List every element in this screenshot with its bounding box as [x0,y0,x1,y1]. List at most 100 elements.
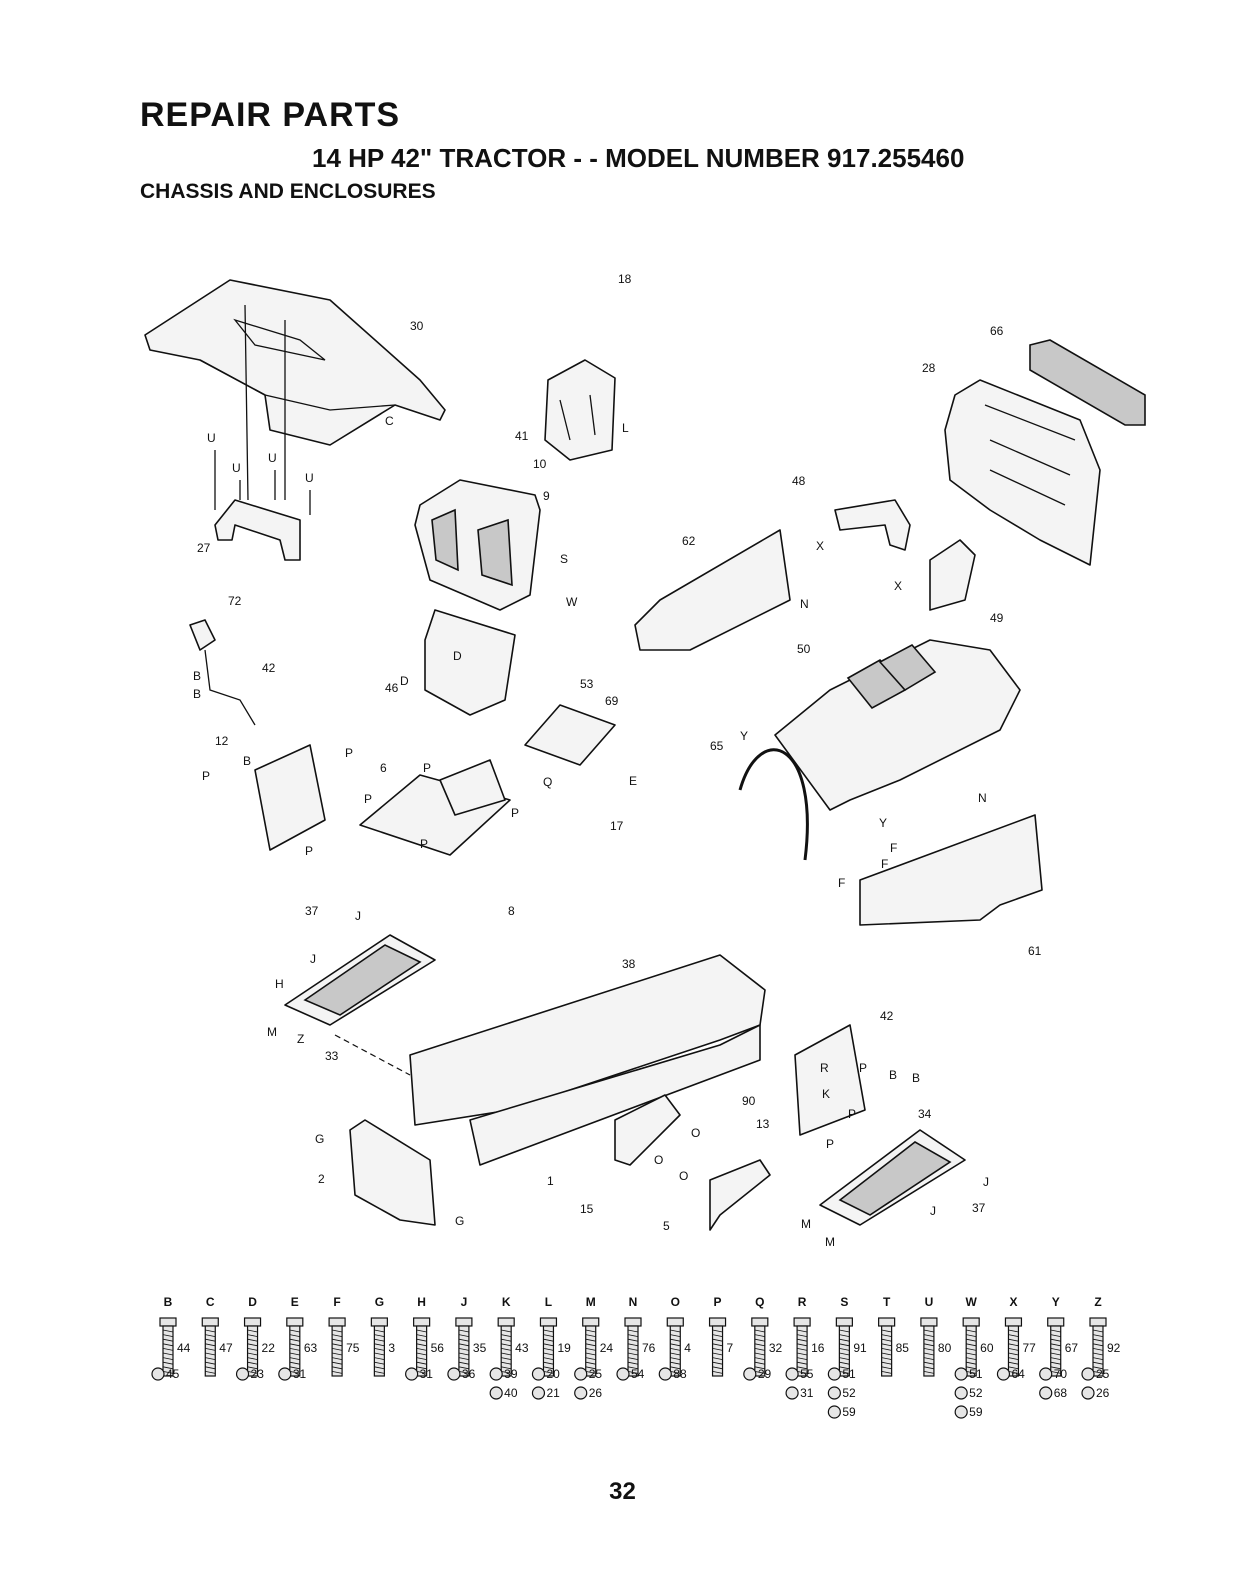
bracket-18 [544,359,616,461]
hardware-part-number: 16 [811,1341,825,1355]
hardware-part-number: 91 [853,1341,867,1355]
nut-icon [151,1367,165,1381]
hardware-part-number: 76 [642,1341,656,1355]
hardware-part-number: 36 [462,1367,476,1381]
hardware-column-header: J [461,1295,468,1309]
bolt-icon [497,1317,515,1377]
hardware-column-header: Y [1052,1295,1060,1309]
hardware-part-number: 24 [600,1341,614,1355]
callout-49: 49 [990,611,1004,625]
svg-text:F: F [838,876,845,890]
hardware-column-P: P7 [708,1295,734,1377]
seat-support-27 [214,450,311,561]
svg-text:Y: Y [740,729,748,743]
hardware-column-C: C47 [201,1295,233,1377]
nut-icon [743,1367,757,1381]
hardware-part-number: 51 [842,1367,856,1381]
callout-10: 10 [533,457,547,471]
hardware-part-number: 52 [969,1386,983,1400]
svg-text:G: G [455,1214,464,1228]
hardware-part-number: 80 [938,1341,952,1355]
hardware-part-number: 56 [431,1341,445,1355]
panel-2 [349,1119,436,1226]
svg-text:U: U [232,461,241,475]
svg-text:M: M [825,1235,835,1249]
bolt-icon [286,1317,304,1377]
svg-text:P: P [511,806,519,820]
callout-37-left: 37 [305,904,319,918]
svg-text:F: F [890,841,897,855]
hardware-column-header: P [714,1295,722,1309]
hardware-part-number: 22 [262,1341,276,1355]
callout-27: 27 [197,541,211,555]
callout-90: 90 [742,1094,756,1108]
bolt-icon [1004,1317,1023,1377]
svg-text:D: D [400,674,409,688]
svg-text:O: O [691,1126,700,1140]
svg-text:J: J [355,909,361,923]
fender-30 [144,279,446,501]
svg-text:L: L [622,421,629,435]
svg-text:Q: Q [543,775,552,789]
hardware-part-number: 25 [1096,1367,1110,1381]
svg-text:P: P [345,746,353,760]
hardware-column-header: O [671,1295,680,1309]
bolt-icon [920,1317,938,1377]
bolt-icon [624,1317,642,1377]
hood-50 [774,639,1021,811]
svg-text:P: P [364,792,372,806]
hardware-column-header: D [248,1295,257,1309]
hardware-part-number: 47 [219,1341,233,1355]
callout-38: 38 [622,957,636,971]
hardware-part-number: 3 [388,1341,395,1355]
hardware-column-G: G3 [370,1295,395,1377]
svg-text:B: B [193,669,201,683]
bolt-icon [201,1317,219,1377]
hardware-part-number: 70 [1054,1367,1068,1381]
hardware-part-number: 7 [727,1341,734,1355]
nut-icon [574,1386,588,1400]
bolt-icon [878,1317,896,1377]
svg-text:J: J [930,1204,936,1218]
nut-icon [785,1386,799,1400]
callout-48: 48 [792,474,806,488]
callout-69: 69 [605,694,619,708]
svg-text:J: J [983,1175,989,1189]
callout-15: 15 [580,1202,594,1216]
svg-text:P: P [202,769,210,783]
hardware-part-number: 29 [758,1367,772,1381]
bolt-icon [793,1317,811,1377]
svg-text:W: W [566,595,578,609]
callout-17: 17 [610,819,624,833]
hardware-column-F: F75 [328,1295,360,1377]
hardware-part-number: 64 [1011,1367,1025,1381]
brackets-15-5 [614,1094,771,1231]
nut-icon [531,1386,546,1400]
hardware-part-number: 75 [346,1341,360,1355]
bolt-icon [1089,1317,1107,1377]
bolt-icon [539,1317,558,1377]
bolt-icon [835,1317,853,1377]
svg-text:H: H [275,977,284,991]
svg-text:M: M [267,1025,277,1039]
svg-text:P: P [423,761,431,775]
nut-icon [1039,1367,1053,1381]
hardware-part-number: 54 [631,1367,645,1381]
hardware-part-number: 31 [420,1367,434,1381]
callout-labels: 30 18 66 28 41 10 9 48 62 27 72 42 46 53… [197,272,1042,1233]
svg-text:P: P [848,1107,856,1121]
svg-text:E: E [629,774,637,788]
frame-1 [334,954,766,1166]
callout-5: 5 [663,1219,670,1233]
hardware-column-header: X [1009,1295,1017,1309]
svg-text:O: O [654,1153,663,1167]
footrest-37-left [284,934,436,1026]
